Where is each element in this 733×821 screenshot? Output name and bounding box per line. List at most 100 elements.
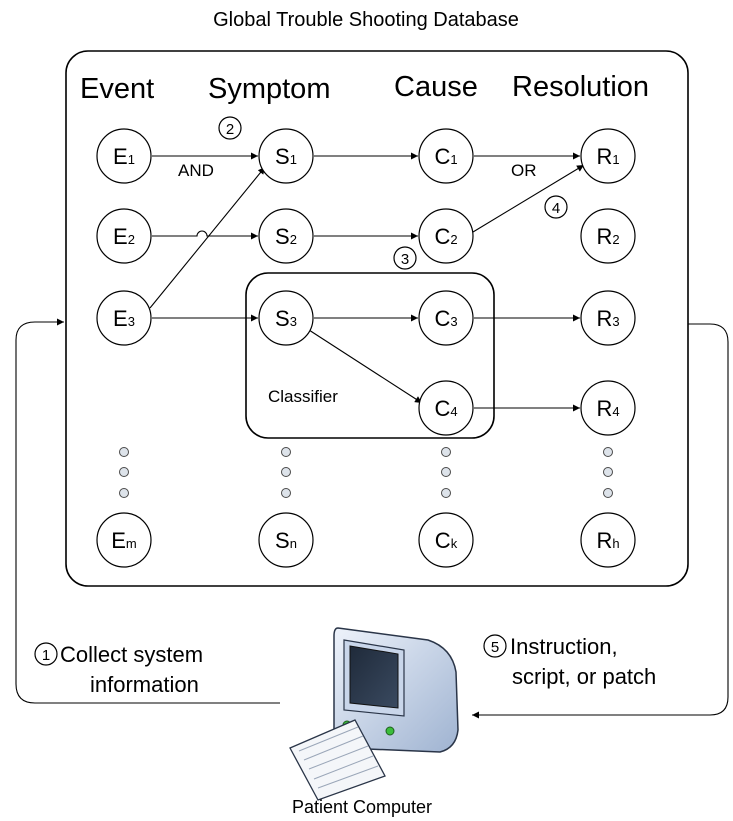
ellipsis-dots-cause: [441, 447, 451, 498]
svg-text:2: 2: [226, 121, 234, 138]
edge-s3-c4: [308, 329, 423, 404]
node-c2: C2: [418, 208, 474, 264]
node-letter: R: [596, 224, 612, 249]
node-e1: E1: [96, 128, 152, 184]
instruction-label-line2: script, or patch: [512, 664, 656, 689]
node-letter: S: [275, 144, 290, 169]
node-subscript: n: [290, 536, 297, 551]
node-r4: R4: [580, 380, 636, 436]
collect-loop-line: [15, 318, 280, 704]
database-title: Global Trouble Shooting Database: [213, 9, 519, 31]
svg-text:3: 3: [401, 251, 409, 268]
node-r2: R2: [580, 208, 636, 264]
node-ck: Ck: [418, 512, 474, 568]
classifier-box: [245, 272, 495, 439]
node-letter: C: [434, 144, 450, 169]
node-subscript: 2: [290, 232, 297, 247]
column-header-event: Event: [80, 73, 154, 105]
svg-text:C3: C3: [434, 306, 457, 331]
node-subscript: 1: [450, 152, 457, 167]
svg-text:R2: R2: [596, 224, 619, 249]
node-subscript: 2: [612, 232, 619, 247]
patient-computer-icon: [289, 627, 459, 801]
svg-text:S3: S3: [275, 306, 297, 331]
node-subscript: 2: [128, 232, 135, 247]
node-letter: C: [434, 224, 450, 249]
svg-text:R4: R4: [596, 396, 619, 421]
svg-text:1: 1: [42, 647, 50, 664]
step-badge-5: 5: [483, 634, 507, 658]
node-s2: S2: [258, 208, 314, 264]
node-subscript: k: [451, 536, 458, 551]
svg-text:S2: S2: [275, 224, 297, 249]
node-subscript: 1: [128, 152, 135, 167]
node-letter: C: [435, 528, 451, 553]
edge-e3-s1: [149, 166, 266, 309]
svg-text:C2: C2: [434, 224, 457, 249]
step-badge-2: 2: [218, 116, 242, 140]
svg-text:E2: E2: [113, 224, 135, 249]
svg-text:C1: C1: [434, 144, 457, 169]
node-sn: Sn: [258, 512, 314, 568]
node-subscript: 4: [612, 404, 619, 419]
svg-text:S1: S1: [275, 144, 297, 169]
edge-e2-s2: [152, 230, 258, 240]
node-letter: C: [434, 396, 450, 421]
node-letter: E: [113, 224, 128, 249]
node-subscript: 3: [128, 314, 135, 329]
node-em: Em: [96, 512, 152, 568]
node-subscript: 3: [612, 314, 619, 329]
node-letter: C: [434, 306, 450, 331]
node-subscript: 4: [450, 404, 457, 419]
node-rh: Rh: [580, 512, 636, 568]
node-c4: C4: [418, 380, 474, 436]
svg-text:Sn: Sn: [275, 528, 297, 553]
edge-c2-r1: [472, 164, 585, 233]
step-badge-1: 1: [34, 642, 58, 666]
node-subscript: 1: [290, 152, 297, 167]
collect-label-line2: information: [90, 672, 199, 697]
svg-text:Em: Em: [111, 528, 137, 553]
column-header-symptom: Symptom: [208, 73, 330, 105]
node-letter: S: [275, 224, 290, 249]
svg-text:C4: C4: [434, 396, 457, 421]
instruction-loop-line: [472, 323, 729, 719]
node-letter: E: [113, 144, 128, 169]
node-letter: R: [596, 396, 612, 421]
node-subscript: h: [612, 536, 619, 551]
ellipsis-dots-event: [119, 447, 129, 498]
node-r1: R1: [580, 128, 636, 184]
node-letter: R: [596, 144, 612, 169]
step-badge-3: 3: [393, 246, 417, 270]
database-box: [65, 50, 689, 587]
node-c3: C3: [418, 290, 474, 346]
node-s1: S1: [258, 128, 314, 184]
column-header-cause: Cause: [394, 71, 478, 103]
svg-text:R3: R3: [596, 306, 619, 331]
patient-computer-label: Patient Computer: [292, 797, 432, 817]
svg-text:5: 5: [491, 639, 499, 656]
node-c1: C1: [418, 128, 474, 184]
node-subscript: 3: [290, 314, 297, 329]
node-r3: R3: [580, 290, 636, 346]
edge-label-or: OR: [511, 161, 537, 180]
ellipsis-dots-resolution: [603, 447, 613, 498]
svg-text:Ck: Ck: [435, 528, 458, 553]
node-letter: E: [111, 528, 126, 553]
instruction-label-line1: Instruction,: [510, 634, 618, 659]
node-s3: S3: [258, 290, 314, 346]
node-letter: S: [275, 306, 290, 331]
node-e3: E3: [96, 290, 152, 346]
svg-text:E3: E3: [113, 306, 135, 331]
edge-label-and: AND: [178, 161, 214, 180]
node-subscript: 3: [450, 314, 457, 329]
svg-text:Rh: Rh: [596, 528, 619, 553]
node-letter: R: [596, 306, 612, 331]
column-header-resolution: Resolution: [512, 71, 649, 103]
classifier-label: Classifier: [268, 387, 338, 406]
step-badge-4: 4: [544, 195, 568, 219]
svg-text:R1: R1: [596, 144, 619, 169]
node-letter: S: [275, 528, 290, 553]
svg-text:E1: E1: [113, 144, 135, 169]
